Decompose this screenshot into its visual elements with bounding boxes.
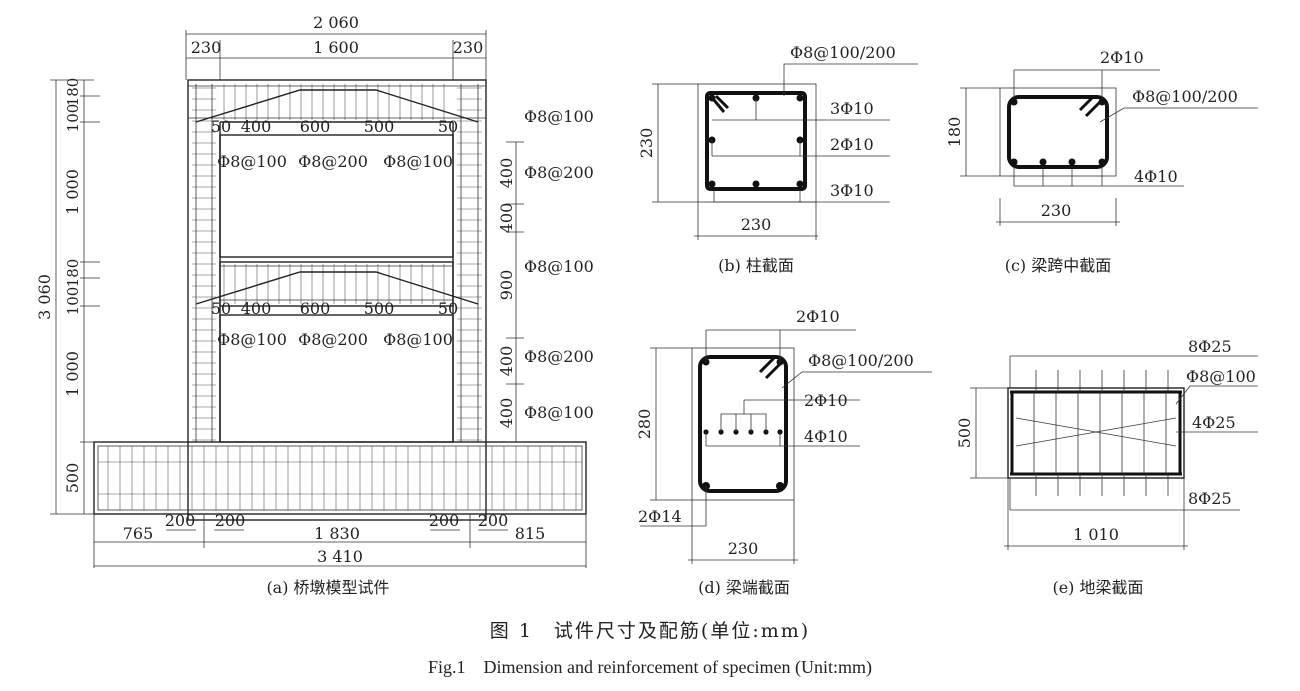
- dim-h-1000-a: 1 000: [63, 169, 82, 215]
- dim-b-765: 765: [123, 524, 154, 543]
- end-bars-mid: 2Φ10: [804, 391, 848, 410]
- figure-title-cn: 图 1 试件尺寸及配筋(单位:mm): [490, 620, 810, 642]
- end-bars-bottom: 2Φ14: [638, 507, 682, 526]
- caption-d: (d) 梁端截面: [698, 578, 790, 597]
- beam2-stirrup-left: Φ8@100: [217, 330, 287, 349]
- beam2-seg-50-left: 50: [211, 299, 231, 318]
- ground-height: 500: [955, 418, 974, 449]
- dim-h-100-a: 100: [64, 104, 82, 133]
- dim-clear-span: 1 600: [313, 38, 359, 57]
- col-bars-top: 3Φ10: [830, 99, 874, 118]
- dim-b-200-c: 200: [429, 511, 460, 530]
- right-stirrup-1: Φ8@100: [524, 107, 594, 126]
- ground-bars-top: 8Φ25: [1188, 337, 1232, 356]
- dim-h-180-a: 180: [64, 78, 82, 107]
- mid-bars-top: 2Φ10: [1100, 48, 1144, 67]
- mid-bars-bottom: 4Φ10: [1134, 167, 1178, 186]
- col-bars-mid: 2Φ10: [830, 135, 874, 154]
- caption-b: (b) 柱截面: [718, 256, 794, 275]
- dim-h-500: 500: [63, 463, 82, 494]
- dim-b-1830: 1 830: [314, 524, 360, 543]
- beam1-stirrup-right: Φ8@100: [383, 152, 453, 171]
- beam2-seg-600: 600: [300, 299, 331, 318]
- beam1-seg-500: 500: [364, 117, 395, 136]
- panel-d-beam-end: 2Φ10 Φ8@100/200 2Φ10 4Φ10 2Φ14 280 230 (…: [635, 307, 932, 597]
- col-height: 230: [637, 128, 656, 159]
- mid-width: 230: [1041, 201, 1072, 220]
- foundation-beam: [93, 441, 587, 515]
- end-bars-top: 2Φ10: [796, 307, 840, 326]
- col-width: 230: [741, 215, 772, 234]
- foundation-grid: [98, 446, 582, 510]
- frame-outline: [187, 79, 487, 521]
- dim-r-400-b: 400: [497, 203, 516, 234]
- dim-total-width: 2 060: [313, 13, 359, 32]
- dim-b-total: 3 410: [317, 547, 363, 566]
- end-bars-mid2: 4Φ10: [804, 427, 848, 446]
- ground-bars-mid: 4Φ25: [1192, 413, 1236, 432]
- panel-e-ground-beam: 8Φ25 Φ8@100 4Φ25 8Φ25 500 1 010 (e) 地梁截面: [955, 337, 1258, 597]
- beam2-stirrup-mid: Φ8@200: [298, 330, 368, 349]
- end-height: 280: [635, 409, 654, 440]
- dim-r-400-d: 400: [497, 398, 516, 429]
- dim-b-815: 815: [515, 524, 546, 543]
- mid-height: 180: [945, 117, 964, 148]
- beam1-seg-400: 400: [241, 117, 272, 136]
- beam1-seg-50-right: 50: [438, 117, 458, 136]
- column-stirrups: [192, 84, 482, 442]
- dim-h-1000-b: 1 000: [63, 351, 82, 397]
- beam2-stirrup-right: Φ8@100: [383, 330, 453, 349]
- dim-h-100-b: 100: [64, 287, 82, 316]
- ground-width: 1 010: [1073, 525, 1119, 544]
- dim-r-400-c: 400: [497, 346, 516, 377]
- panel-a-pier-specimen: 2 060 230 1 600 230 50 400 600 500 50 Φ8…: [35, 13, 594, 597]
- beam1-stirrup-mid: Φ8@200: [298, 152, 368, 171]
- caption-c: (c) 梁跨中截面: [1005, 256, 1112, 275]
- caption-a: (a) 桥墩模型试件: [266, 578, 389, 597]
- dim-b-200-b: 200: [215, 511, 246, 530]
- dim-right-col: 230: [453, 38, 484, 57]
- column-bars: [708, 94, 804, 188]
- end-width: 230: [728, 539, 759, 558]
- right-stirrup-4: Φ8@200: [524, 347, 594, 366]
- figure-title-en: Fig.1 Dimension and reinforcement of spe…: [428, 657, 872, 678]
- dim-r-400-a: 400: [497, 158, 516, 189]
- caption-e: (e) 地梁截面: [1052, 578, 1143, 597]
- dim-b-200-d: 200: [478, 511, 509, 530]
- panel-c-beam-midspan: 2Φ10 Φ8@100/200 4Φ10 180 230 (c) 梁跨中截面: [945, 48, 1258, 275]
- dim-left-col: 230: [191, 38, 222, 57]
- beam2-seg-400: 400: [241, 299, 272, 318]
- right-stirrup-3: Φ8@100: [524, 257, 594, 276]
- beam1-seg-50-left: 50: [211, 117, 231, 136]
- end-stirrup: Φ8@100/200: [808, 351, 914, 370]
- beam1-seg-600: 600: [300, 117, 331, 136]
- panel-b-column-section: Φ8@100/200 3Φ10 2Φ10 3Φ10 230 230 (b) 柱截…: [637, 43, 918, 275]
- beam2-seg-500: 500: [364, 299, 395, 318]
- beam-end-mid-bars: [703, 429, 783, 435]
- right-stirrup-2: Φ8@200: [524, 163, 594, 182]
- ground-stirrup: Φ8@100: [1186, 367, 1256, 386]
- col-bars-bot: 3Φ10: [830, 181, 874, 200]
- mid-stirrup: Φ8@100/200: [1132, 87, 1238, 106]
- ground-bars-bottom: 8Φ25: [1188, 489, 1232, 508]
- dim-total-height: 3 060: [35, 274, 54, 320]
- dim-r-900: 900: [497, 270, 516, 301]
- beam-stirrups: [188, 84, 486, 304]
- col-stirrup-label: Φ8@100/200: [790, 43, 896, 62]
- beam2-seg-50-right: 50: [438, 299, 458, 318]
- dim-b-200-a: 200: [165, 511, 196, 530]
- beam1-stirrup-left: Φ8@100: [217, 152, 287, 171]
- right-stirrup-5: Φ8@100: [524, 403, 594, 422]
- dim-h-180-b: 180: [64, 259, 82, 288]
